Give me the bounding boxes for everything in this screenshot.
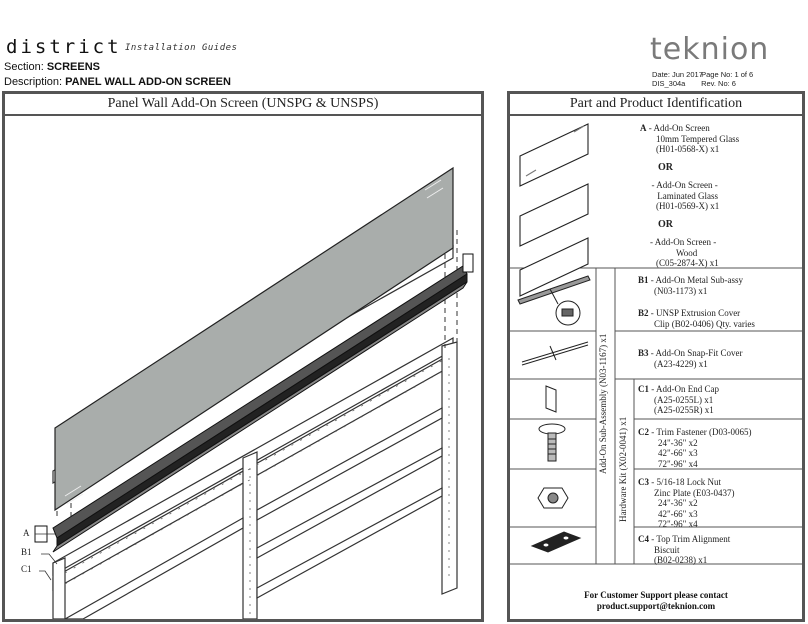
callout-a: A (23, 528, 30, 538)
part-c3-line3: 24"-36" x2 (658, 498, 698, 508)
doc-meta-row-2: DIS_304a Rev. No: 6 (652, 79, 736, 88)
part-a-opt2-line2: Laminated Glass (657, 190, 718, 201)
part-b2-line1: - UNSP Extrusion Cover (650, 308, 741, 318)
description-line: Description: PANEL WALL ADD-ON SCREEN (4, 76, 231, 88)
part-c1-line3: (A25-0255R) x1 (654, 405, 714, 415)
section-value: SCREENS (46, 61, 100, 73)
description-value: PANEL WALL ADD-ON SCREEN (65, 76, 231, 88)
glass-glare (64, 179, 444, 505)
doc-rev: Rev. No: 6 (701, 79, 736, 88)
part-b3-code: B3 (638, 348, 649, 358)
part-c1-line2: (A25-0255L) x1 (654, 394, 714, 405)
description-label: Description: (4, 76, 63, 88)
part-a-option-1: A - Add-On Screen 10mm Tempered Glass (H… (640, 123, 739, 155)
part-a-opt1-line3: (H01-0568-X) x1 (656, 144, 720, 154)
part-a-option-2: - Add-On Screen - Laminated Glass (H01-0… (650, 180, 720, 212)
doc-date: Date: Jun 2017 (652, 70, 703, 79)
part-a-code: A (640, 123, 647, 133)
or-label-1: OR (658, 162, 673, 173)
part-c2-line2: 24"-36" x2 (658, 437, 698, 448)
doc-id: DIS_304a (652, 79, 686, 88)
brand-subtitle: Installation Guides (125, 43, 238, 53)
screen-a-glass (54, 166, 454, 512)
part-b2-code: B2 (638, 308, 649, 318)
customer-support: For Customer Support please contact prod… (510, 590, 802, 612)
part-c2-icon (538, 423, 566, 462)
part-a-icons (519, 123, 589, 297)
part-c2-line4: 72"-96" x4 (658, 458, 698, 469)
teknion-logo: teknion (650, 32, 770, 67)
installation-drawing-panel: Panel Wall Add-On Screen (UNSPG & UNSPS) (2, 91, 484, 622)
drawing-title: Panel Wall Add-On Screen (UNSPG & UNSPS) (5, 94, 481, 116)
parts-title: Part and Product Identification (510, 94, 802, 116)
part-a-opt3-line1: - Add-On Screen - (650, 237, 717, 247)
part-a-opt2-line3: (H01-0569-X) x1 (656, 201, 720, 211)
part-identification-panel: Part and Product Identification (507, 91, 805, 622)
part-b1-code: B1 (638, 275, 649, 285)
part-a-opt2-line1: - Add-On Screen - (651, 180, 718, 190)
part-b3-icon (521, 341, 589, 366)
rail-b1 (34, 253, 474, 553)
doc-page: Page No: 1 of 6 (701, 70, 754, 79)
part-c4-line2: Biscuit (654, 544, 680, 555)
sub-assembly-label: Add-On Sub-Assembly (N03-1167) x1 (598, 333, 608, 474)
part-a-opt3-line3: (C05-2874-X) x1 (656, 258, 719, 268)
part-b3-line1: - Add-On Snap-Fit Cover (650, 348, 743, 358)
part-c4-line1: - Top Trim Alignment (651, 534, 731, 544)
callout-leaders (35, 533, 58, 581)
part-b1-line2: (N03-1173) x1 (654, 285, 708, 296)
section-line: Section: SCREENS (4, 61, 100, 73)
part-b1-line1: - Add-On Metal Sub-assy (650, 275, 744, 285)
support-line-1: For Customer Support please contact (584, 590, 728, 600)
parts-table-grid (510, 123, 802, 565)
callout-c1: C1 (21, 564, 32, 574)
part-c4: C4 - Top Trim Alignment Biscuit (B02-023… (638, 534, 730, 566)
part-b2: B2 - UNSP Extrusion Cover Clip (B02-0406… (638, 308, 755, 329)
brand-name: district (6, 36, 122, 58)
callout-b1: B1 (21, 547, 32, 557)
part-b2-line2: Clip (B02-0406) Qty. varies (654, 318, 755, 329)
part-c1-code: C1 (638, 384, 649, 394)
part-b3: B3 - Add-On Snap-Fit Cover (A23-4229) x1 (638, 348, 743, 369)
or-label-2: OR (658, 219, 673, 230)
part-a-opt3-line2: Wood (676, 247, 698, 258)
part-c1: C1 - Add-On End Cap (A25-0255L) x1 (A25-… (638, 384, 719, 416)
part-c2-line1: - Trim Fastener (D03-0065) (651, 427, 752, 437)
frame-holes (64, 358, 450, 619)
part-c3-code: C3 (638, 477, 649, 487)
part-c2: C2 - Trim Fastener (D03-0065) 24"-36" x2… (638, 427, 752, 469)
part-c3-line5: 72"-96" x4 (658, 519, 698, 529)
part-a-option-3: - Add-On Screen - Wood (C05-2874-X) x1 (650, 237, 719, 269)
hardware-kit-label: Hardware Kit (X02-0041) x1 (618, 416, 628, 522)
part-b1-icon (517, 275, 591, 326)
part-c4-code: C4 (638, 534, 649, 544)
part-c3-line1: - 5/16-18 Lock Nut (651, 477, 721, 487)
part-c3-line2: Zinc Plate (E03-0437) (654, 487, 735, 498)
part-c4-line3: (B02-0238) x1 (654, 555, 708, 565)
frame-crossbars (63, 406, 443, 619)
part-c3-icon (537, 487, 569, 509)
doc-meta-row-1: Date: Jun 2017 Page No: 1 of 6 (652, 70, 753, 79)
part-b1: B1 - Add-On Metal Sub-assy (N03-1173) x1 (638, 275, 743, 296)
part-c2-line3: 42"-66" x3 (658, 448, 698, 458)
part-c2-code: C2 (638, 427, 649, 437)
part-a-opt1-line1: - Add-On Screen (648, 123, 710, 133)
part-c1-icon (545, 385, 557, 413)
exploded-drawing (34, 166, 474, 619)
part-b3-line2: (A23-4229) x1 (654, 358, 708, 369)
part-c4-icon (530, 531, 582, 553)
part-c3: C3 - 5/16-18 Lock Nut Zinc Plate (E03-04… (638, 477, 734, 530)
part-c1-line1: - Add-On End Cap (651, 384, 719, 394)
part-c3-line4: 42"-66" x3 (658, 508, 698, 519)
support-email[interactable]: product.support@teknion.com (596, 601, 716, 611)
section-label: Section: (4, 61, 44, 73)
part-a-opt1-line2: 10mm Tempered Glass (656, 133, 740, 144)
